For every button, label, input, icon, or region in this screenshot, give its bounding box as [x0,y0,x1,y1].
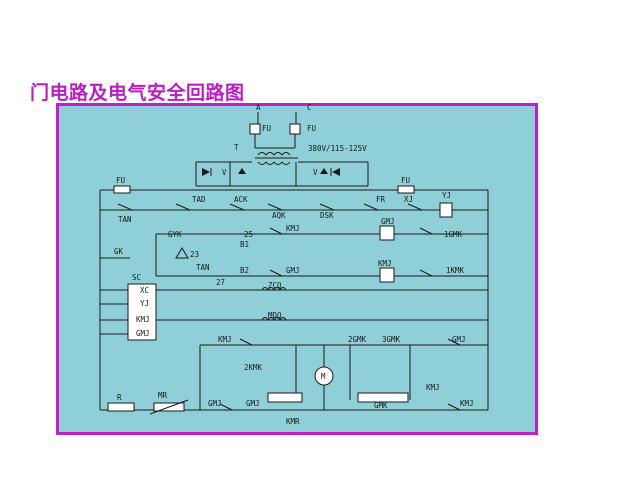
label-ZCQ: ZCQ [268,281,282,290]
label-FR: FR [376,195,386,204]
label-2GMK: 2GMK [348,335,367,344]
label-GK: GK [114,247,124,256]
coil-rows [100,283,488,341]
motor-section [100,338,488,415]
diagram-title: 门电路及电气安全回路图 [30,82,245,104]
label-GMJ-bottom-left: GMJ [208,399,222,408]
label-GYK: GYK [168,230,182,239]
label-fu-right: FU [307,124,316,133]
label-AQK: AQK [272,211,286,220]
label-TAD: TAD [192,195,206,204]
label-v-right: V [313,168,318,177]
label-MDQ: MDQ [268,311,282,320]
label-YJ-top: YJ [442,191,451,200]
label-R: R [117,393,122,402]
label-GMJ-mid: GMJ [136,329,150,338]
label-TAN-mid: TAN [196,263,210,272]
label-B2: B2 [240,266,249,275]
supply-section [195,112,369,187]
label-GMK: GMK [374,401,388,410]
label-M: M [321,372,326,381]
label-XJ: XJ [404,195,413,204]
label-KMJ-mid: KMJ [136,315,150,324]
label-GMJ-row1: GMJ [381,217,395,226]
label-ACK: ACK [234,195,248,204]
label-23: 23 [190,250,199,259]
label-KMJ-row1: KMJ [286,224,300,233]
label-MR: MR [158,391,168,400]
label-1KMK: 1KMK [446,266,465,275]
label-KMJ-row2: KMJ [378,259,392,268]
label-GMJ-bottom: GMJ [246,399,260,408]
label-XC: XC [140,286,149,295]
label-T: T [234,143,239,152]
label-GMJ-row2: GMJ [286,266,300,275]
label-v-left: V [222,168,227,177]
label-YJ-mid: YJ [140,299,149,308]
label-B1: B1 [240,240,249,249]
label-KMJ-bottom-right: KMJ [460,399,474,408]
diagram-panel [59,106,535,432]
label-voltage: 380V/115-125V [308,144,367,153]
label-27: 27 [216,278,225,287]
label-KMR: KMR [286,417,300,426]
label-3GMK: 3GMK [382,335,401,344]
safety-chain [100,202,488,218]
label-C: C [307,103,312,112]
label-fu-rail-left: FU [116,176,125,185]
main-rails [99,185,489,410]
label-SC: SC [132,273,141,282]
label-KMJ-motor: KMJ [218,335,232,344]
label-25: 25 [244,230,253,239]
label-GMJ-motor-right: GMJ [452,335,466,344]
label-TAN-top: TAN [118,215,132,224]
label-2KMK: 2KMK [244,363,263,372]
label-DSK: DSK [320,211,334,220]
label-fu-left: FU [262,124,271,133]
label-KMJ-motor-right: KMJ [426,383,440,392]
door-rows [100,225,488,283]
label-A: A [256,103,261,112]
label-1GMK: 1GMK [444,230,463,239]
label-fu-rail-right: FU [401,176,410,185]
